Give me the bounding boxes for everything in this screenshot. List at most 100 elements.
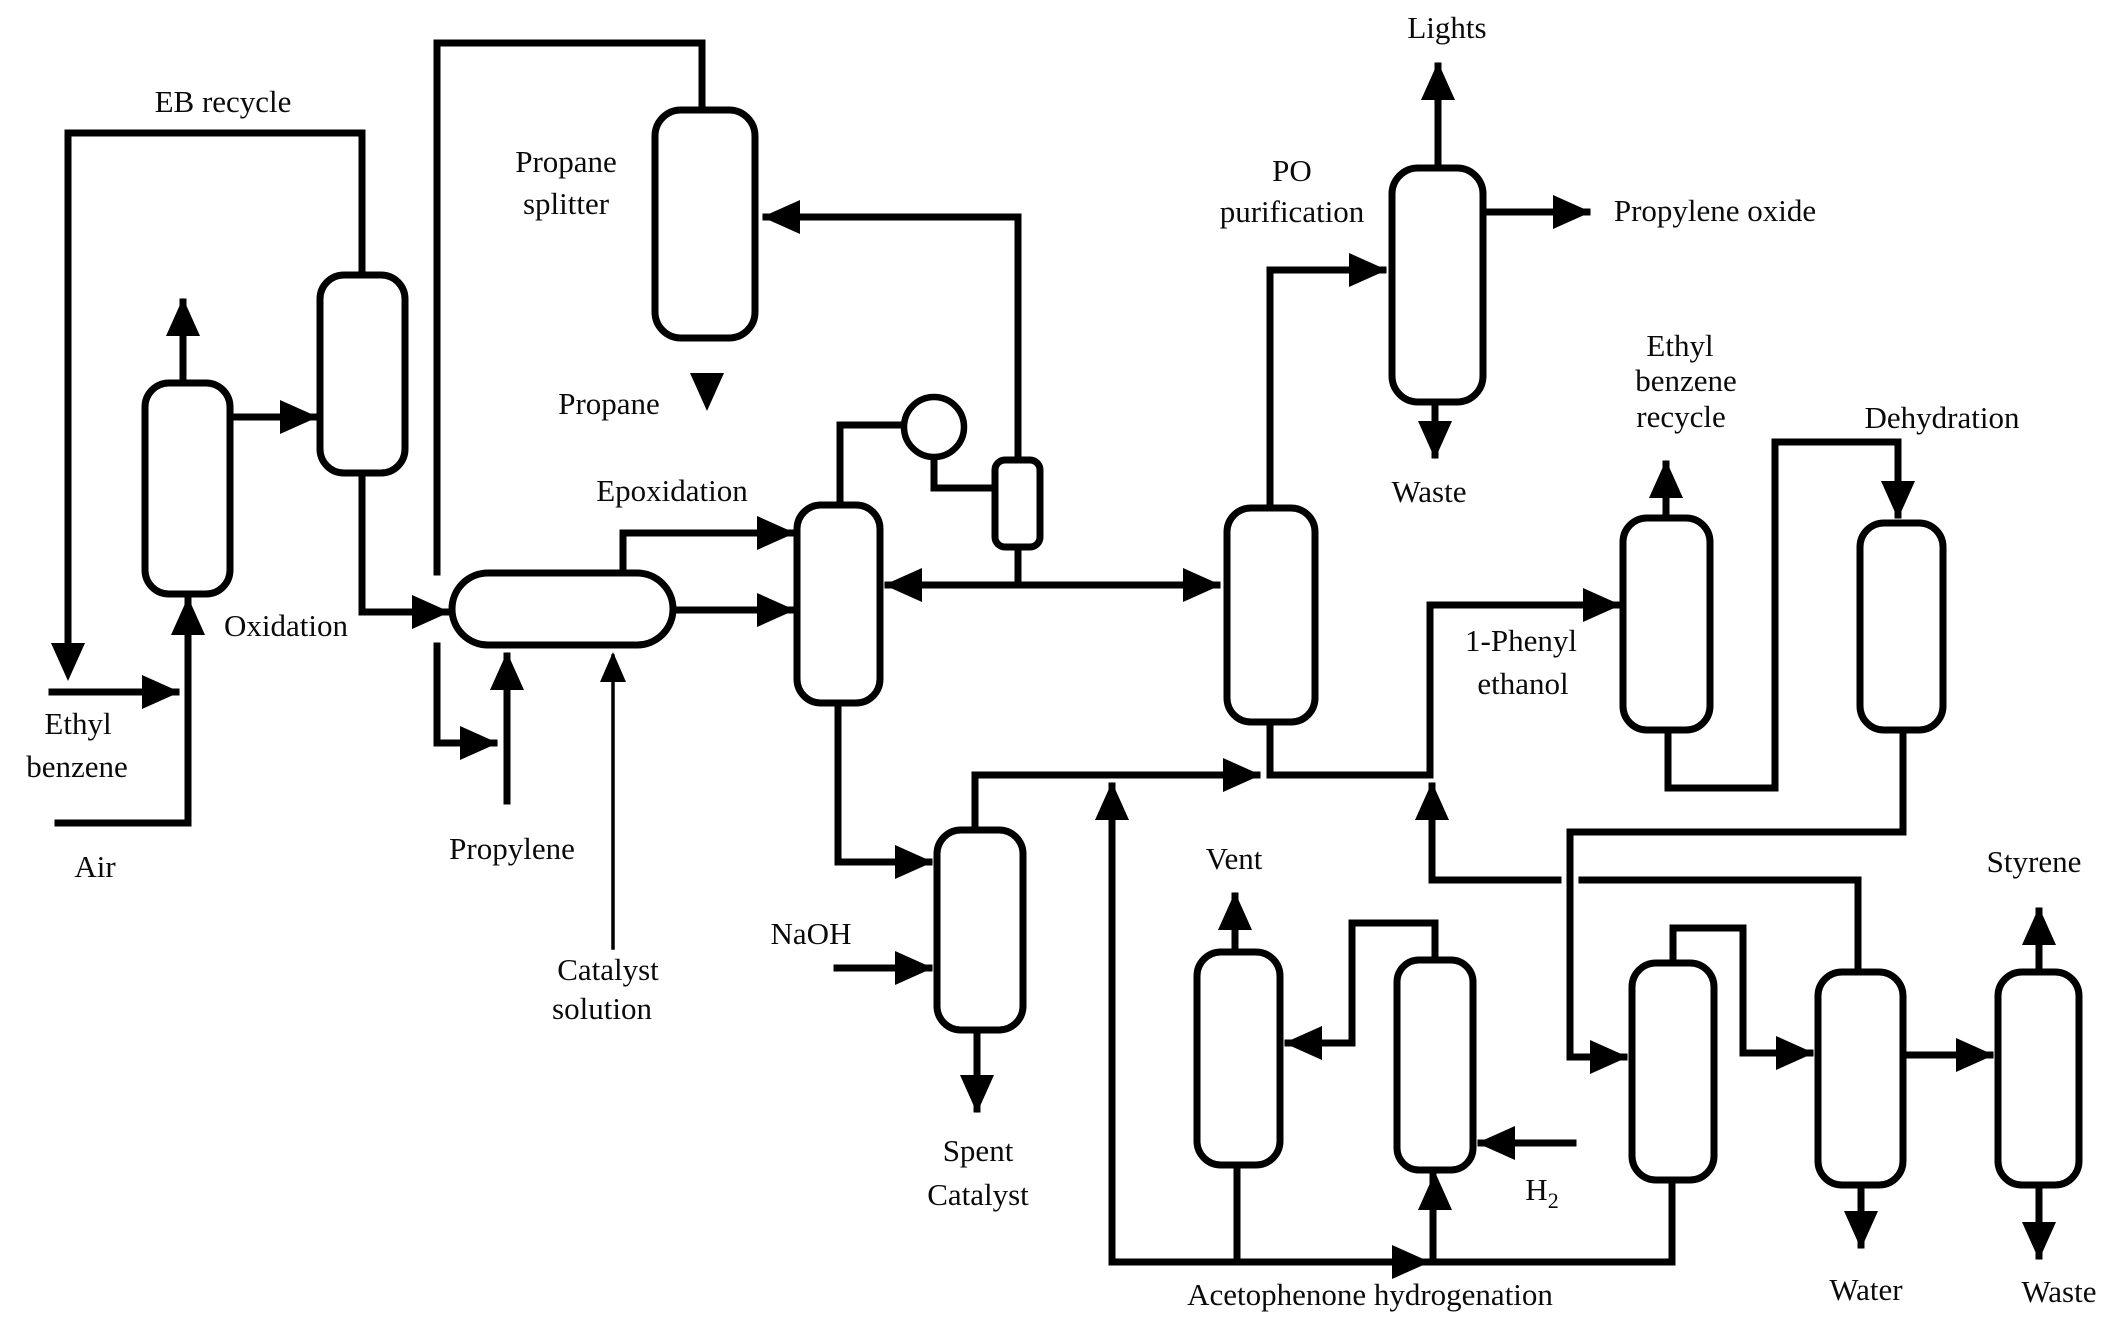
arrowhead-naoh-feed — [895, 951, 933, 985]
label-h2-subscript: 2 — [1548, 1188, 1559, 1213]
arrowhead-recycle-up-to-main — [1415, 782, 1449, 820]
vessel-crude-styrene-column — [1628, 959, 1718, 1184]
arrowhead-water-out — [1844, 1211, 1878, 1249]
label-spent-catalyst-2: Catalyst — [927, 1177, 1029, 1212]
vessel-hydrogenation-reactor — [1393, 956, 1477, 1174]
arrowhead-vapor-to-splitter — [762, 200, 800, 234]
label-acetophenone-hydrogenation: Acetophenone hydrogenation — [1187, 1277, 1553, 1312]
stream-propane-recycle-top — [433, 39, 706, 114]
stream-eb-btms-to-dehydration — [1664, 438, 1902, 792]
stream-air-feed — [54, 597, 192, 827]
label-styrene-waste: Waste — [2022, 1274, 2097, 1309]
arrowhead-eb-recycle-out — [1649, 460, 1683, 498]
arrowhead-mixer-top-to-reactor — [757, 516, 795, 550]
arrowhead-mixer-out-to-reactor — [757, 593, 795, 627]
arrowhead-propylene-to-mixer — [490, 652, 524, 690]
stream-drum-ovhd-to-splitter — [762, 213, 1022, 464]
vessel-oxidation-reactor — [141, 379, 234, 598]
label-ethyl-benzene-1: Ethyl — [44, 706, 111, 741]
arrowhead-propane-recycle-join — [460, 726, 498, 760]
label-po-purification-2: purification — [1220, 194, 1365, 229]
label-phenyl-ethanol-2: ethanol — [1477, 666, 1568, 701]
arrowhead-reactor-btms-to-wash — [895, 845, 933, 879]
arrowhead-po-waste-out — [1418, 421, 1452, 459]
arrowhead-wash-ovhd-join — [1223, 758, 1261, 792]
vessel-propane-splitter — [651, 106, 759, 342]
arrowhead-styrene-ovhd-to-water-col — [1776, 1036, 1814, 1070]
vessel-vent-column — [1193, 948, 1284, 1169]
vessel-dehydration-reactor — [1856, 519, 1947, 734]
stream-water-col-ovhd-b — [1428, 782, 1562, 884]
stream-reactor-ovhd-to-condenser — [836, 421, 906, 509]
vessel-epoxidation-reactor — [793, 501, 884, 707]
arrowhead-feed-to-crude-po-column — [1183, 568, 1221, 602]
vessel-reflux-drum — [991, 456, 1044, 551]
label-water: Water — [1829, 1272, 1903, 1307]
label-eb-recycle-col-3: recycle — [1636, 399, 1725, 434]
arrowhead-feed-to-eb-recycle-column — [1583, 588, 1621, 622]
arrowhead-acetophenone-to-hydrog — [1392, 1245, 1430, 1279]
stream-main-to-eb-recycle-col — [1266, 601, 1621, 779]
arrowhead-feed-to-oxidation — [171, 597, 205, 635]
vessel-eb-recycle-column — [1619, 514, 1714, 734]
arrowhead-propylene-oxide-out — [1553, 195, 1591, 229]
stream-eb-column-btms-to-mixer — [358, 469, 450, 616]
stream-styrene-col-ovhd — [1669, 924, 1814, 1057]
arrowhead-feed-to-po-purification — [1349, 253, 1387, 287]
stream-water-col-ovhd-a — [1578, 876, 1862, 976]
stream-mixer-top-outlet — [619, 529, 795, 577]
stream-condenser-to-drum — [930, 453, 997, 492]
stream-dehydration-btms — [1566, 726, 1907, 1061]
vessel-water-column — [1814, 968, 1907, 1189]
stream-bottom-collect-line — [1108, 1176, 1676, 1266]
arrowhead-reflux-to-reactor — [884, 568, 922, 602]
label-ethyl-benzene-2: benzene — [26, 749, 128, 784]
arrowhead-lights-out — [1421, 62, 1455, 100]
vessel-eb-recovery-column — [316, 271, 409, 477]
label-propane-product: Propane — [558, 386, 660, 421]
arrowhead-styrene-out — [2022, 907, 2056, 945]
arrowhead-h2-feed — [1477, 1126, 1515, 1160]
label-spent-catalyst-1: Spent — [943, 1133, 1014, 1168]
arrowhead-eb-recycle-join — [51, 643, 85, 681]
arrowhead-water-col-to-styrene-col — [1956, 1038, 1994, 1072]
vessel-styrene-column — [1994, 968, 2083, 1189]
arrowhead-ethyl-benzene-feed — [142, 675, 180, 709]
label-vent: Vent — [1206, 841, 1263, 876]
arrowhead-styrene-waste-out — [2022, 1222, 2056, 1260]
arrowhead-spent-catalyst-out — [960, 1075, 994, 1113]
label-naoh: NaOH — [771, 916, 852, 951]
label-catalyst-solution-1: Catalyst — [557, 952, 659, 987]
label-phenyl-ethanol-1: 1-Phenyl — [1465, 623, 1577, 658]
stream-crude-po-ovhd — [1266, 266, 1387, 512]
arrowhead-dehydr-btms-to-styrene-col — [1590, 1040, 1628, 1074]
label-lights: Lights — [1407, 10, 1486, 45]
label-propane-splitter-1: Propane — [515, 144, 617, 179]
label-dehydration: Dehydration — [1865, 400, 2020, 435]
label-eb-recycle-col-1: Ethyl — [1646, 328, 1713, 363]
arrowhead-feed-to-dehydration — [1881, 481, 1915, 519]
vessel-naoh-wash-column — [933, 826, 1027, 1034]
arrowhead-hydrog-bottom-feed — [1418, 1172, 1452, 1210]
arrowhead-catalyst-to-mixer — [600, 652, 626, 682]
label-oxidation: Oxidation — [224, 608, 348, 643]
arrowhead-eb-to-mixer — [412, 595, 450, 629]
stream-eb-recycle-loop — [64, 129, 366, 649]
arrowhead-propane-product — [690, 373, 724, 411]
arrowhead-hydrog-ovhd-to-vent-col — [1284, 1026, 1322, 1060]
label-propane-splitter-2: splitter — [523, 186, 610, 221]
stream-wash-ovhd-line — [971, 771, 1261, 834]
arrowhead-hydrog-return-up — [1095, 782, 1129, 820]
arrowhead-vent-oxidation — [166, 298, 200, 336]
label-po-waste: Waste — [1392, 474, 1467, 509]
label-epoxidation: Epoxidation — [596, 473, 748, 508]
arrowhead-vent-out — [1218, 892, 1252, 930]
label-air: Air — [74, 849, 116, 884]
label-eb-recycle: EB recycle — [155, 84, 292, 119]
vessel-feed-mixer — [448, 569, 677, 649]
vessel-crude-po-column — [1223, 504, 1319, 726]
label-po-purification-1: PO — [1272, 153, 1312, 188]
label-propylene: Propylene — [449, 831, 575, 866]
